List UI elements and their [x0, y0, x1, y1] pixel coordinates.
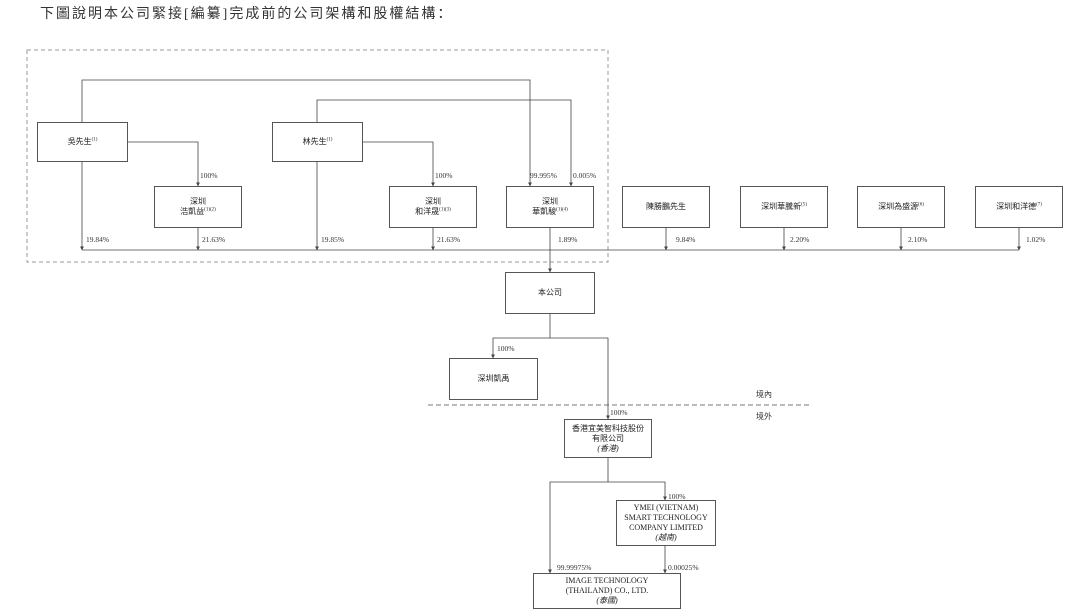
wu-haokaiyi-line: [128, 141, 200, 187]
wu-huakaijun-line: [81, 79, 532, 187]
company-box: 本公司: [505, 272, 595, 314]
heyangsheng-note: (1)(3): [439, 207, 451, 213]
haokaiyi-note: (1)(2): [204, 207, 216, 213]
pct-lin-heyangsheng: 100%: [435, 171, 453, 180]
pct-huatengxin-company: 2.20%: [790, 235, 810, 244]
shenzhen-weishengyuan-box: 深圳為盛源(6): [857, 186, 945, 228]
vietnam-line1: YMEI (VIETNAM): [633, 503, 699, 512]
shenzhen-heyangde-box: 深圳和洋德(7): [975, 186, 1063, 228]
lin-heyangsheng-line: [363, 141, 435, 187]
pct-hk-thailand: 99.99975%: [557, 563, 592, 572]
kaiyu-name: 深圳凱禹: [477, 374, 510, 383]
shenzhen-huatengxin-box: 深圳華騰新(5): [740, 186, 828, 228]
heyangde-note: (7): [1036, 202, 1042, 208]
haokaiyi-line2: 浩凱益: [180, 207, 205, 216]
shenzhen-heyangsheng-box: 深圳 和洋晟(1)(3): [389, 186, 477, 228]
hk-thailand-line: [548, 481, 608, 574]
pct-lin-company: 19.85%: [321, 235, 345, 244]
weishengyuan-name: 深圳為盛源: [878, 202, 919, 211]
shenzhen-huakaijun-box: 深圳 華凱駿(1)(4): [506, 186, 594, 228]
company-name: 本公司: [538, 288, 562, 297]
mr-lin-name: 林先生: [302, 137, 327, 146]
overseas-label: 境外: [756, 412, 772, 421]
huatengxin-note: (5): [801, 202, 807, 208]
hk-line2: 有限公司: [592, 433, 624, 443]
pct-company-kaiyu: 100%: [497, 344, 515, 353]
lin-huakaijun-line: [316, 99, 573, 187]
mr-wu-note: (1): [91, 137, 98, 143]
shenzhen-haokaiyi-box: 深圳 浩凱益(1)(2): [154, 186, 242, 228]
mr-lin-note: (1): [326, 137, 333, 143]
huakaijun-line2: 華凱駿: [532, 207, 557, 216]
vietnam-subsidiary-box: YMEI (VIETNAM) SMART TECHNOLOGY COMPANY …: [616, 500, 716, 546]
pct-chen-company: 9.84%: [676, 235, 696, 244]
thailand-line2: (THAILAND) CO., LTD.: [565, 586, 649, 595]
pct-wu-haokaiyi: 100%: [200, 171, 218, 180]
hk-line3: (香港): [597, 443, 619, 453]
thailand-subsidiary-box: IMAGE TECHNOLOGY (THAILAND) CO., LTD. (泰…: [533, 573, 681, 609]
huakaijun-line1: 深圳: [542, 197, 558, 206]
mr-chen-box: 陳勝鵬先生: [622, 186, 710, 228]
pct-weishengyuan-company: 2.10%: [908, 235, 928, 244]
vietnam-line3: COMPANY LIMITED: [629, 523, 703, 532]
pct-heyangde-company: 1.02%: [1026, 235, 1046, 244]
hk-vietnam-line: [608, 481, 667, 501]
huakaijun-note: (1)(4): [556, 207, 568, 213]
pct-vietnam-thailand: 0.00025%: [668, 563, 699, 572]
mr-lin-box: 林先生(1): [272, 122, 363, 162]
hk-line1: 香港宜美智科技股份: [572, 423, 644, 433]
haokaiyi-line1: 深圳: [190, 197, 206, 206]
vietnam-line2: SMART TECHNOLOGY: [624, 513, 708, 522]
pct-heyangsheng-company: 21.63%: [437, 235, 461, 244]
huatengxin-name: 深圳華騰新: [761, 202, 802, 211]
pct-wu-huakaijun: 99.995%: [530, 171, 557, 180]
controlling-group-boundary: [26, 49, 609, 263]
vietnam-line4: (越南): [655, 533, 677, 542]
mr-chen-name: 陳勝鵬先生: [646, 202, 686, 211]
pct-haokaiyi-company: 21.63%: [202, 235, 226, 244]
hk-subsidiary-box: 香港宜美智科技股份 有限公司 (香港): [564, 419, 652, 458]
mr-wu-name: 吳先生: [67, 137, 92, 146]
pct-lin-huakaijun: 0.005%: [573, 171, 597, 180]
company-hk-line: [550, 337, 610, 420]
heyangde-name: 深圳和洋德: [996, 202, 1037, 211]
pct-wu-company: 19.84%: [86, 235, 110, 244]
company-kaiyu-line: [491, 337, 550, 359]
intro-text: 下圖說明本公司緊接[編纂]完成前的公司架構和股權結構：: [40, 7, 454, 22]
thailand-line1: IMAGE TECHNOLOGY: [565, 576, 649, 585]
heyangsheng-line2: 和洋晟: [415, 207, 440, 216]
heyangsheng-line1: 深圳: [425, 197, 441, 206]
thailand-line3: (泰國): [596, 596, 618, 605]
mr-wu-box: 吳先生(1): [37, 122, 128, 162]
shenzhen-kaiyu-box: 深圳凱禹: [449, 358, 538, 400]
pct-huakaijun-company: 1.89%: [558, 235, 578, 244]
domestic-label: 境內: [756, 390, 772, 399]
pct-hk-vietnam: 100%: [668, 492, 686, 501]
pct-company-hk: 100%: [610, 408, 628, 417]
weishengyuan-note: (6): [918, 202, 924, 208]
